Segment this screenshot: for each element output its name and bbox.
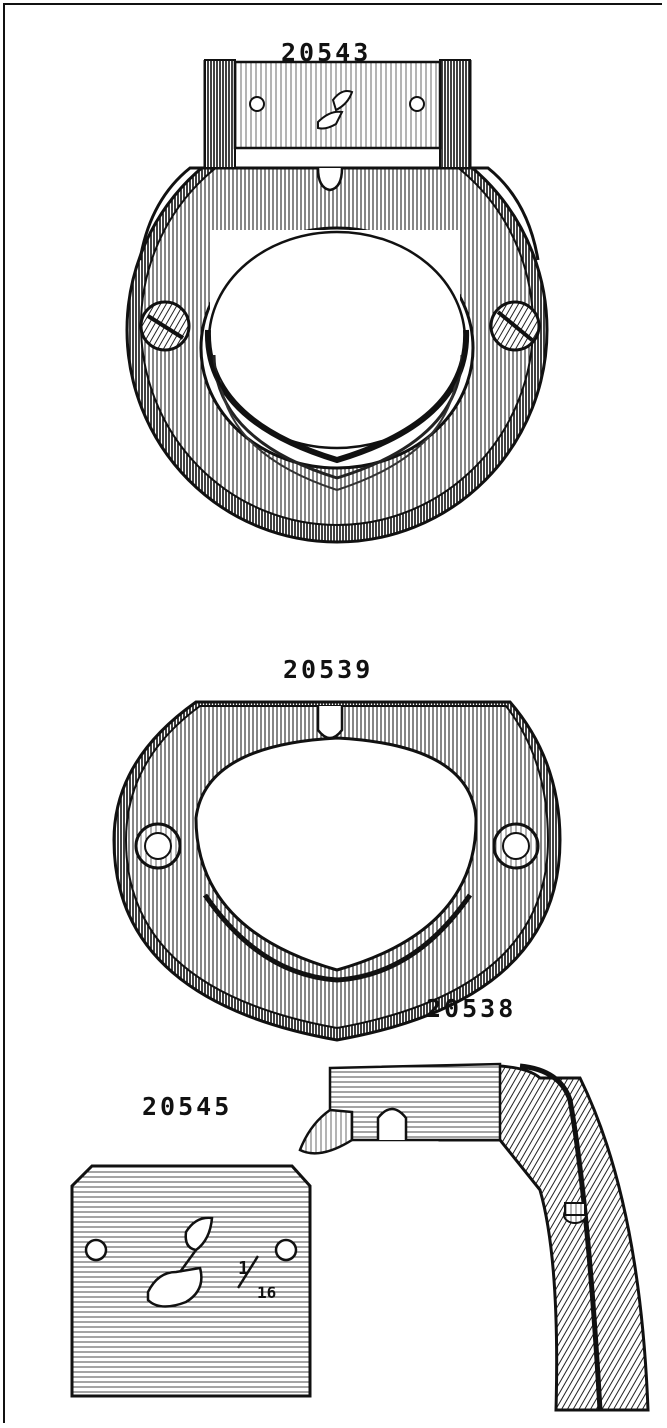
part-20543-illustration xyxy=(120,59,550,544)
part-number-label: 20543 xyxy=(281,38,372,67)
part-number-label: 20539 xyxy=(283,655,374,684)
page-frame xyxy=(3,3,662,1423)
part-number-label: 20538 xyxy=(426,994,517,1023)
part-20538-illustration xyxy=(298,1062,650,1412)
part-20539-illustration xyxy=(112,700,562,1042)
part-number-label: 20545 xyxy=(142,1092,233,1121)
part-20545-illustration xyxy=(70,1164,312,1398)
gauge-denominator: 16 xyxy=(257,1283,277,1302)
gauge-numerator: 1 xyxy=(238,1258,249,1279)
